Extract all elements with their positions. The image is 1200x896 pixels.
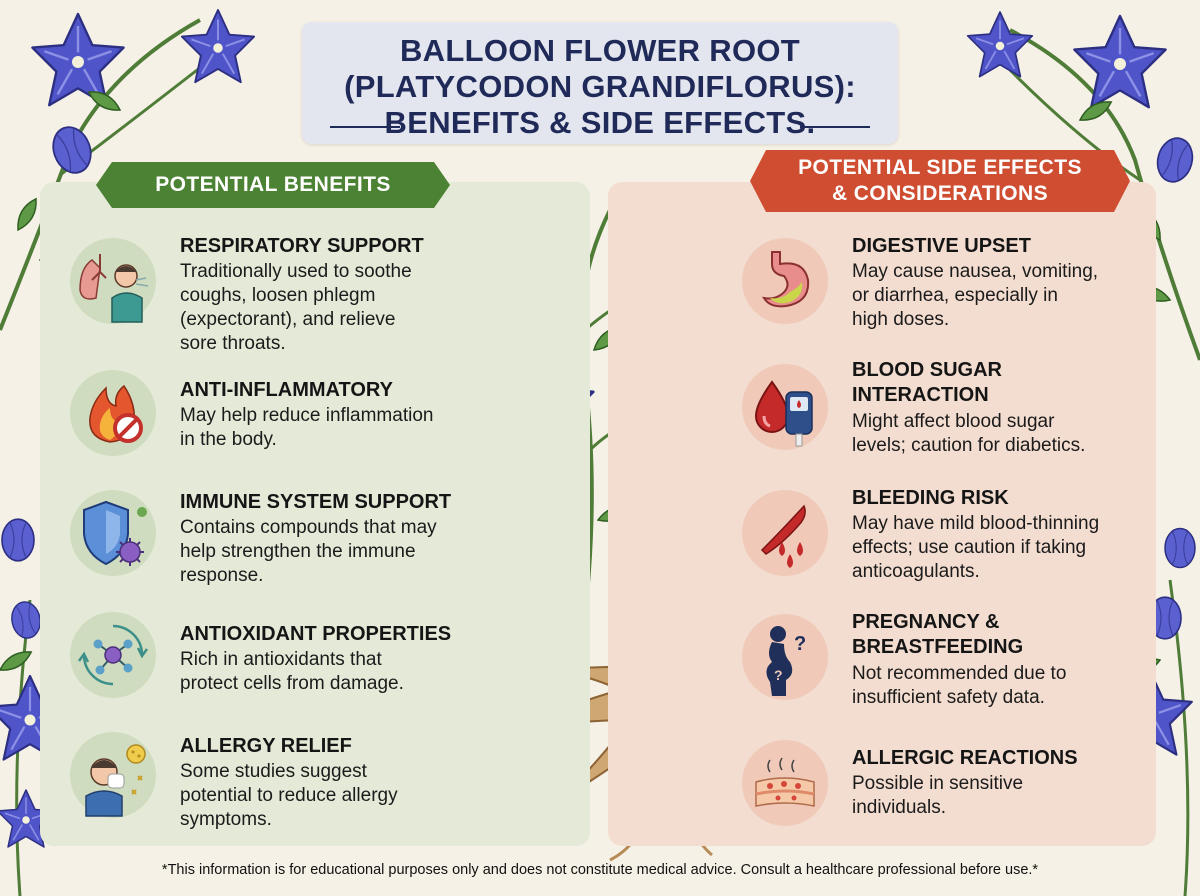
benefit-desc-immune: Contains compounds that may help strengt… xyxy=(180,516,437,588)
flame-no-icon xyxy=(70,370,156,456)
side-effect-desc-blood-sugar: Might affect blood sugar levels; caution… xyxy=(852,410,1085,458)
title-line-3: BENEFITS & SIDE EFFECTS. xyxy=(384,105,816,140)
title-line: INTERACTION xyxy=(852,384,989,406)
desc-line: individuals. xyxy=(852,797,946,818)
side-effects-heading-line-1: POTENTIAL SIDE EFFECTS xyxy=(798,156,1082,179)
pregnant-question-icon: ? ? xyxy=(742,614,828,700)
desc-line: high doses. xyxy=(852,309,950,330)
molecule-cycle-icon xyxy=(70,612,156,698)
benefit-title-antioxidant: ANTIOXIDANT PROPERTIES xyxy=(180,623,452,645)
benefit-title-respiratory: RESPIRATORY SUPPORT xyxy=(180,235,424,257)
desc-line: Contains compounds that may xyxy=(180,517,437,538)
disclaimer-footnote: *This information is for educational pur… xyxy=(161,862,1039,878)
side-effect-desc-digestive: May cause nausea, vomiting, or diarrhea,… xyxy=(852,260,1098,332)
title-rule-right xyxy=(800,126,870,128)
desc-line: May have mild blood-thinning xyxy=(852,513,1100,534)
blood-drops-icon xyxy=(742,490,828,576)
desc-line: May cause nausea, vomiting, xyxy=(852,261,1099,282)
desc-line: sore throats. xyxy=(180,333,286,354)
benefit-title-allergy: ALLERGY RELIEF xyxy=(180,735,352,757)
desc-line: Rich in antioxidants that xyxy=(180,649,382,670)
title-line: PREGNANCY & xyxy=(852,611,1000,633)
desc-line: potential to reduce allergy xyxy=(180,785,398,806)
side-effect-desc-allergic: Possible in sensitive individuals. xyxy=(852,772,1023,820)
desc-line: Might affect blood sugar xyxy=(852,411,1055,432)
title-line: BLOOD SUGAR xyxy=(852,359,1002,381)
benefit-title-immune: IMMUNE SYSTEM SUPPORT xyxy=(180,491,452,513)
desc-line: response. xyxy=(180,565,264,586)
desc-line: protect cells from damage. xyxy=(180,673,404,694)
svg-text:?: ? xyxy=(774,667,783,683)
side-effect-desc-bleeding: May have mild blood-thinning effects; us… xyxy=(852,512,1099,584)
stomach-icon xyxy=(742,238,828,324)
side-effect-desc-pregnancy: Not recommended due to insufficient safe… xyxy=(852,662,1066,710)
side-effect-title-digestive: DIGESTIVE UPSET xyxy=(852,234,1031,259)
shield-virus-icon xyxy=(70,490,156,576)
desc-line: anticoagulants. xyxy=(852,561,980,582)
title-line: BREASTFEEDING xyxy=(852,636,1024,658)
desc-line: Not recommended due to xyxy=(852,663,1067,684)
side-effects-heading: POTENTIAL SIDE EFFECTS & CONSIDERATIONS xyxy=(750,150,1130,212)
benefit-desc-antioxidant: Rich in antioxidants that protect cells … xyxy=(180,648,404,696)
desc-line: help strengthen the immune xyxy=(180,541,416,562)
desc-line: May help reduce inflammation xyxy=(180,405,434,426)
benefit-title-anti-inflammatory: ANTI-INFLAMMATORY xyxy=(180,379,393,401)
skin-rash-icon xyxy=(742,740,828,826)
title-line-2: (PLATYCODON GRANDIFLORUS): xyxy=(344,69,856,104)
desc-line: effects; use caution if taking xyxy=(852,537,1087,558)
benefit-desc-allergy: Some studies suggest potential to reduce… xyxy=(180,760,398,832)
desc-line: Traditionally used to soothe xyxy=(180,261,412,282)
title-rule-left xyxy=(330,126,400,128)
desc-line: Possible in sensitive xyxy=(852,773,1024,794)
desc-line: insufficient safety data. xyxy=(852,687,1045,708)
desc-line: Some studies suggest xyxy=(180,761,367,782)
desc-line: levels; caution for diabetics. xyxy=(852,435,1086,456)
svg-text:?: ? xyxy=(794,633,806,655)
title-line: BLEEDING RISK xyxy=(852,487,1009,509)
side-effect-title-bleeding: BLEEDING RISK xyxy=(852,486,1009,511)
desc-line: (expectorant), and relieve xyxy=(180,309,396,330)
side-effects-panel xyxy=(608,182,1156,846)
sneeze-pollen-icon xyxy=(70,732,156,818)
lungs-cough-icon xyxy=(70,238,156,324)
desc-line: coughs, loosen phlegm xyxy=(180,285,376,306)
side-effect-title-blood-sugar: BLOOD SUGAR INTERACTION xyxy=(852,358,1002,408)
desc-line: symptoms. xyxy=(180,809,272,830)
side-effect-title-allergic: ALLERGIC REACTIONS xyxy=(852,746,1078,771)
side-effects-heading-line-2: & CONSIDERATIONS xyxy=(831,182,1049,205)
title-box: BALLOON FLOWER ROOT (PLATYCODON GRANDIFL… xyxy=(302,22,898,144)
benefits-heading: POTENTIAL BENEFITS xyxy=(96,162,450,208)
title-line: DIGESTIVE UPSET xyxy=(852,235,1031,257)
title-line-1: BALLOON FLOWER ROOT xyxy=(399,33,801,68)
desc-line: or diarrhea, especially in xyxy=(852,285,1058,306)
glucose-meter-icon xyxy=(742,364,828,450)
benefit-desc-anti-inflammatory: May help reduce inflammation in the body… xyxy=(180,404,433,452)
side-effect-title-pregnancy: PREGNANCY & BREASTFEEDING xyxy=(852,610,1023,660)
title-line: ALLERGIC REACTIONS xyxy=(852,747,1078,769)
desc-line: in the body. xyxy=(180,429,277,450)
benefit-desc-respiratory: Traditionally used to soothe coughs, loo… xyxy=(180,260,412,356)
